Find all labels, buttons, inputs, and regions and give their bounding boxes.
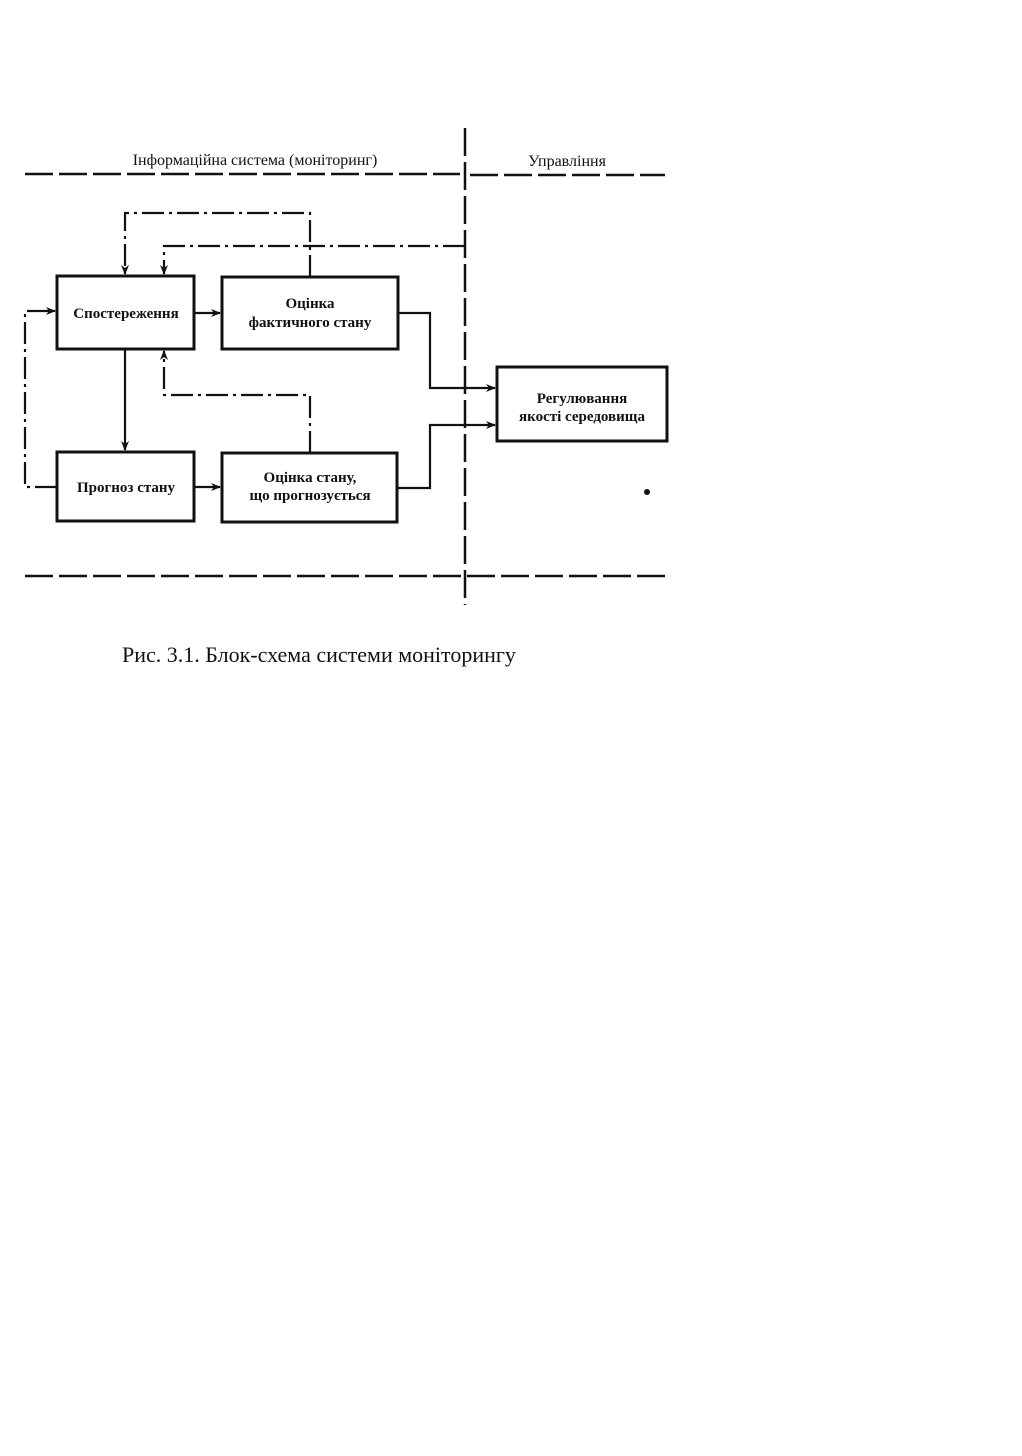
figure-caption: Рис. 3.1. Блок-схема системи моніторингу — [122, 642, 516, 667]
feedback-forecast-to-observation — [23, 307, 57, 489]
scan-dot — [644, 489, 650, 495]
block-forecast: Прогноз стану — [55, 450, 196, 523]
block-forecast-eval-line1: Оцінка стану, — [264, 470, 357, 486]
block-forecast-label: Прогноз стану — [77, 480, 176, 496]
feedback-eval-to-observation — [160, 350, 312, 453]
block-observation-label: Спостереження — [73, 306, 178, 322]
block-actual-state: Оцінка фактичного стану — [220, 275, 400, 351]
control-title: Управління — [528, 153, 606, 170]
feedback-control-to-observation — [160, 244, 465, 275]
block-regulation-line2: якості середовища — [519, 409, 645, 425]
arrow-eval-to-regulation — [397, 421, 496, 490]
feedback-actual-to-observation — [121, 211, 312, 277]
block-actual-state-line1: Оцінка — [285, 296, 335, 312]
block-observation: Спостереження — [55, 274, 196, 351]
block-actual-state-line2: фактичного стану — [249, 315, 372, 331]
block-forecast-eval: Оцінка стану, що прогнозується — [220, 451, 399, 524]
block-regulation-line1: Регулювання — [537, 391, 627, 407]
info-system-title: Інформаційна система (моніторинг) — [133, 152, 378, 169]
block-forecast-eval-line2: що прогнозується — [249, 488, 370, 504]
block-regulation: Регулювання якості середовища — [495, 365, 669, 443]
arrow-actual-to-regulation — [398, 311, 496, 392]
